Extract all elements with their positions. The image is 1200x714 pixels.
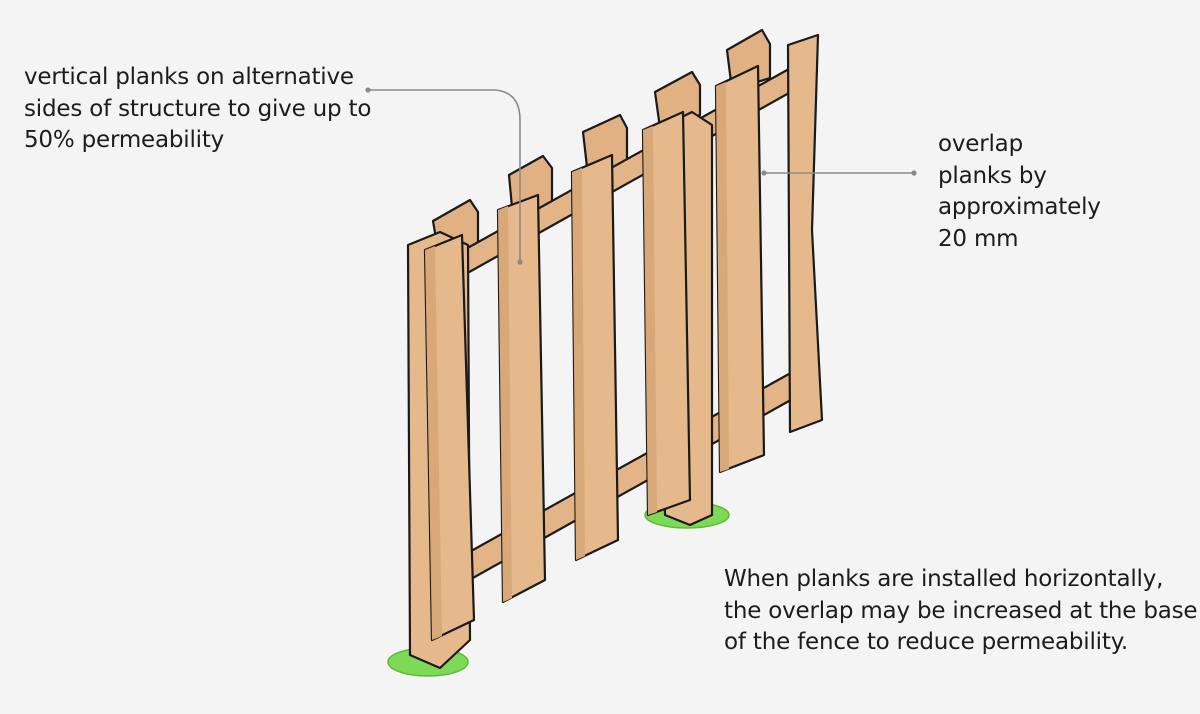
annotation-line: 20 mm: [938, 225, 1019, 252]
annotation-line: the overlap may be increased at the base: [724, 597, 1198, 624]
annotation-line: 50% permeability: [24, 127, 225, 153]
annotation-overlap: overlap planks by approximately 20 mm: [938, 129, 1101, 255]
leader-vertical-planks: [368, 89, 521, 262]
annotation-horizontal-note: When planks are installed horizontally, …: [724, 564, 1198, 659]
plank-shading: [425, 82, 729, 640]
annotation-line: When planks are installed horizontally,: [724, 566, 1164, 592]
annotation-line: planks by: [938, 162, 1047, 189]
annotation-line: overlap: [938, 131, 1023, 157]
leader-lines: [365, 87, 917, 265]
annotation-line: vertical planks on alternative: [24, 64, 354, 90]
front-plank-6: [786, 33, 824, 434]
annotation-line: of the fence to reduce permeability.: [724, 629, 1128, 655]
annotation-line: approximately: [938, 194, 1101, 220]
annotation-vertical-planks: vertical planks on alternative sides of …: [24, 62, 371, 157]
annotation-line: sides of structure to give up to: [24, 95, 372, 122]
